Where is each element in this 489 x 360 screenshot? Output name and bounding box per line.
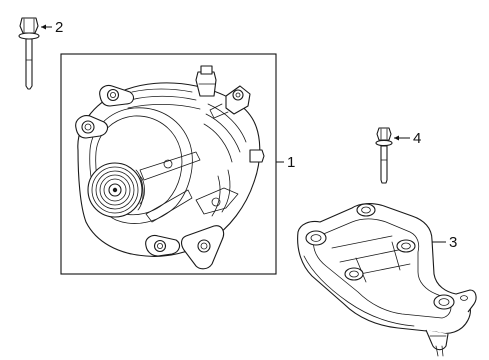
callout-4: 4 [394,130,421,147]
callout-2: 2 [41,19,63,36]
alternator [75,65,265,270]
bracket-bolt [375,127,393,184]
callout-3: 3 [432,234,457,251]
callout-1-label: 1 [287,154,295,171]
alternator-bolt [18,17,40,90]
callout-2-label: 2 [55,19,63,36]
bracket [297,203,477,357]
callout-4-label: 4 [413,130,421,147]
callout-1: 1 [276,154,295,171]
alternator-frame [60,53,277,275]
callout-3-label: 3 [449,234,457,251]
